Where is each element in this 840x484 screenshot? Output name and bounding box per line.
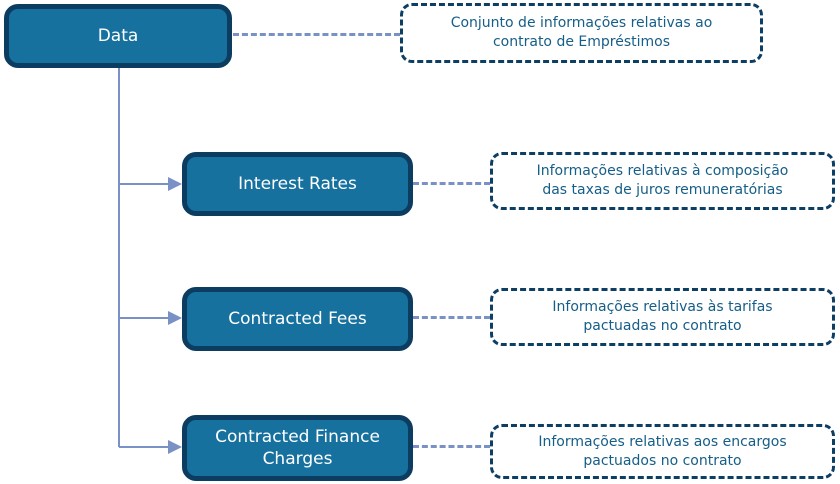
note-link-data [233, 33, 400, 36]
note-link-contracted-fees [413, 316, 490, 319]
node-contracted-finance-charges-label: Contracted Finance Charges [215, 427, 380, 469]
arrowhead-icon [168, 311, 182, 325]
node-data: Data [4, 4, 232, 68]
node-contracted-finance-charges: Contracted Finance Charges [182, 415, 413, 481]
note-contracted-fees-line1: Informações relativas às tarifas [552, 299, 773, 315]
connector-branch-contracted-fees [119, 317, 170, 319]
connector-branch-finance-charges [119, 446, 170, 448]
note-contracted-finance-charges: Informações relativas aos encargos pactu… [490, 424, 835, 479]
connector-branch-interest-rates [119, 183, 170, 185]
note-contracted-fees: Informações relativas às tarifas pactuad… [490, 288, 835, 346]
node-data-label: Data [97, 26, 139, 46]
connector-trunk-line [118, 68, 120, 447]
arrowhead-icon [168, 177, 182, 191]
note-link-finance-charges [413, 445, 490, 448]
node-interest-rates-label: Interest Rates [238, 174, 357, 194]
note-data-line1: Conjunto de informações relativas ao [450, 15, 713, 31]
note-data-line2: contrato de Empréstimos [492, 34, 671, 50]
note-interest-rates: Informações relativas à composição das t… [490, 152, 835, 210]
note-interest-rates-line2: das taxas de juros remuneratórias [542, 182, 783, 198]
note-contracted-finance-charges-line1: Informações relativas aos encargos [538, 433, 787, 450]
note-contracted-finance-charges-line2: pactuados no contrato [583, 452, 742, 469]
note-data: Conjunto de informações relativas ao con… [400, 3, 763, 63]
note-link-interest-rates [413, 182, 490, 185]
node-interest-rates: Interest Rates [182, 152, 413, 216]
note-contracted-fees-line2: pactuadas no contrato [583, 318, 742, 334]
arrowhead-icon [168, 440, 182, 454]
node-contracted-fees-label: Contracted Fees [228, 309, 367, 329]
node-contracted-fees: Contracted Fees [182, 287, 413, 351]
note-interest-rates-line1: Informações relativas à composição [536, 163, 789, 179]
